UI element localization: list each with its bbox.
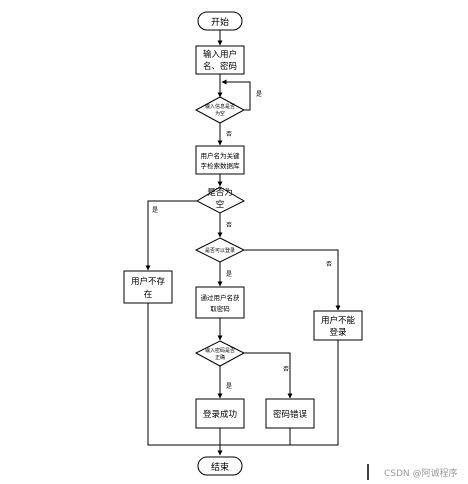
node-check-empty: 输入信息是否 为空 [194, 96, 246, 124]
node-can-login-label: 是否可以登录 [205, 247, 235, 254]
edge-check-yes-loop [221, 79, 251, 111]
label-no-pwd: 否 [283, 366, 289, 373]
node-get-password: 通过用户名获 取密码 [195, 286, 245, 319]
node-is-empty-line1: 是否为 [207, 187, 233, 198]
label-yes-pwd: 是 [226, 383, 232, 390]
label-yes-loop: 是 [256, 91, 262, 98]
node-pwd-correct-line1: 输入密码是否 [205, 347, 235, 354]
edge-pwdcorrect-no-error [244, 352, 293, 399]
node-query-line2: 字检索数据库 [201, 161, 241, 170]
node-pwd-correct-line2: 正确 [215, 354, 225, 361]
node-is-empty: 是否为 空 [195, 186, 246, 214]
node-end: 结束 [197, 456, 243, 476]
node-input: 输入用户 名、密码 [195, 45, 245, 75]
edges [145, 30, 341, 456]
node-input-line2: 名、密码 [203, 61, 237, 72]
edge-canlogin-no-cannot [244, 249, 341, 311]
node-success: 登录成功 [195, 398, 245, 429]
label-no-isempty: 否 [226, 222, 232, 229]
label-no-check: 否 [226, 131, 232, 138]
node-query-line1: 用户名为关键 [201, 151, 241, 160]
edge-notexist-merge [147, 303, 220, 446]
node-cannot-login-line1: 用户不能 [321, 315, 356, 326]
edge-labels: 是 否 是 否 否 是 否 是 [152, 91, 332, 390]
node-query: 用户名为关键 字检索数据库 [195, 145, 245, 175]
label-yes-isempty: 是 [152, 207, 158, 214]
node-pwd-correct: 输入密码是否 正确 [194, 340, 246, 367]
node-start: 开始 [197, 11, 243, 31]
node-success-label: 登录成功 [203, 409, 237, 420]
node-pwd-error: 密码错误 [265, 398, 315, 429]
node-get-password-line1: 通过用户名获 [201, 293, 241, 302]
node-get-password-line2: 取密码 [210, 304, 230, 313]
node-cannot-login-line2: 登录 [329, 327, 347, 338]
edge-cannot-merge [290, 340, 339, 446]
label-yes-canlogin: 是 [226, 271, 232, 278]
label-no-canlogin: 否 [326, 261, 332, 268]
watermark: CSDN @阿诚程序 [384, 467, 458, 479]
edge-isempty-yes-notexist [145, 200, 197, 271]
node-start-label: 开始 [211, 16, 229, 28]
node-not-exist-line2: 在 [144, 289, 153, 300]
node-check-empty-line2: 为空 [215, 110, 225, 117]
node-input-line1: 输入用户 [203, 49, 237, 60]
node-is-empty-line2: 空 [216, 199, 225, 210]
edge-error-merge [220, 428, 291, 446]
node-not-exist-line1: 用户不存 [131, 276, 166, 287]
node-pwd-error-label: 密码错误 [273, 409, 308, 420]
node-can-login: 是否可以登录 [194, 237, 246, 263]
node-not-exist: 用户不存 在 [123, 270, 173, 304]
node-cannot-login: 用户不能 登录 [313, 310, 363, 341]
node-end-label: 结束 [211, 461, 229, 473]
node-check-empty-line1: 输入信息是否 [205, 103, 235, 110]
